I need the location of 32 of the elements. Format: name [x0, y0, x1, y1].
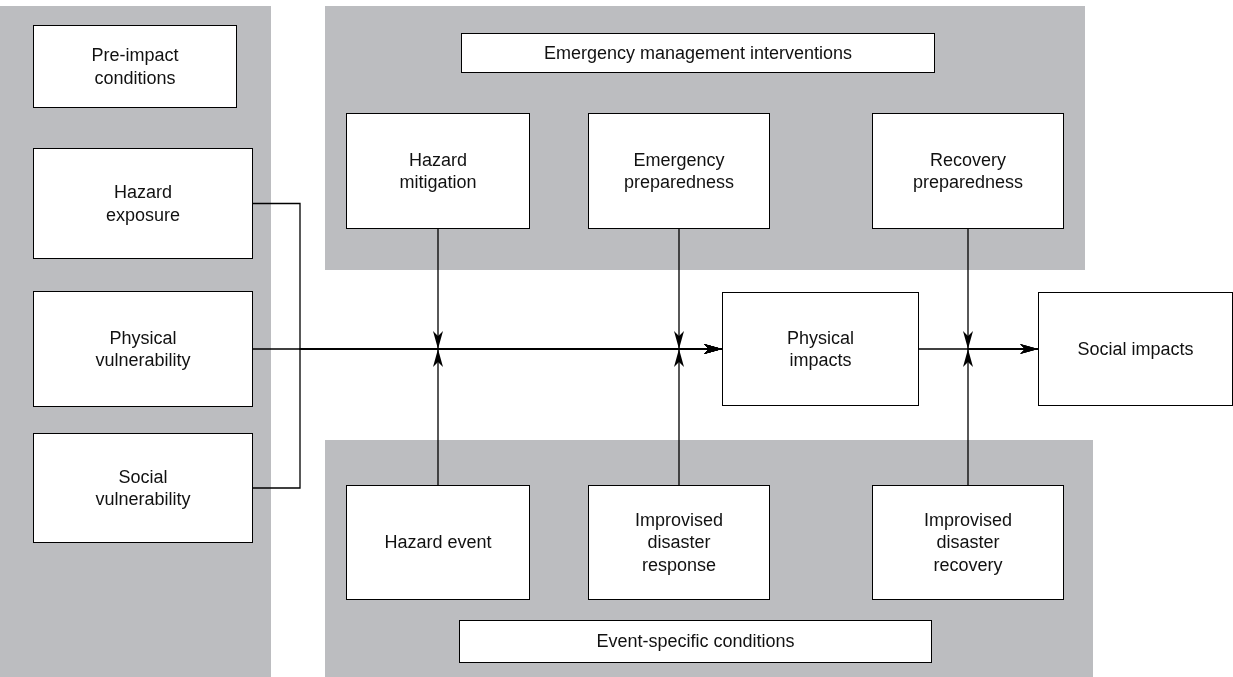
panel-background — [325, 6, 1085, 270]
text-box — [346, 113, 530, 229]
text-box — [872, 113, 1064, 229]
box-label: Physical vulnerability — [94, 326, 192, 372]
box-label: Pre-impact conditions — [90, 44, 180, 89]
panel-background — [0, 6, 271, 677]
box-label: Social vulnerability — [94, 465, 192, 511]
box-label: Hazard event — [384, 531, 492, 554]
box-label: Emergency management interventions — [543, 41, 853, 65]
box-label: Hazard exposure — [104, 181, 182, 226]
text-box — [722, 292, 919, 406]
box-label: Physical impacts — [786, 326, 855, 372]
text-box — [588, 113, 770, 229]
text-box — [1038, 292, 1233, 406]
box-label: Improvised disaster response — [634, 508, 724, 577]
text-box — [33, 291, 253, 407]
arrow — [963, 344, 1039, 486]
box-label: Social impacts — [1077, 337, 1194, 361]
text-box — [33, 25, 237, 108]
box-label: Hazard mitigation — [398, 148, 478, 194]
box-label: Emergency preparedness — [622, 148, 736, 194]
panel-background — [325, 440, 1093, 677]
text-box — [588, 485, 770, 600]
text-box — [33, 433, 253, 543]
box-label: Recovery preparedness — [911, 148, 1025, 194]
box-label: Improvised disaster recovery — [923, 508, 1013, 577]
text-box — [33, 148, 253, 259]
text-box — [346, 485, 530, 600]
text-box — [872, 485, 1064, 600]
text-box — [459, 620, 932, 663]
text-box — [461, 33, 935, 73]
box-label: Event-specific conditions — [596, 630, 795, 653]
